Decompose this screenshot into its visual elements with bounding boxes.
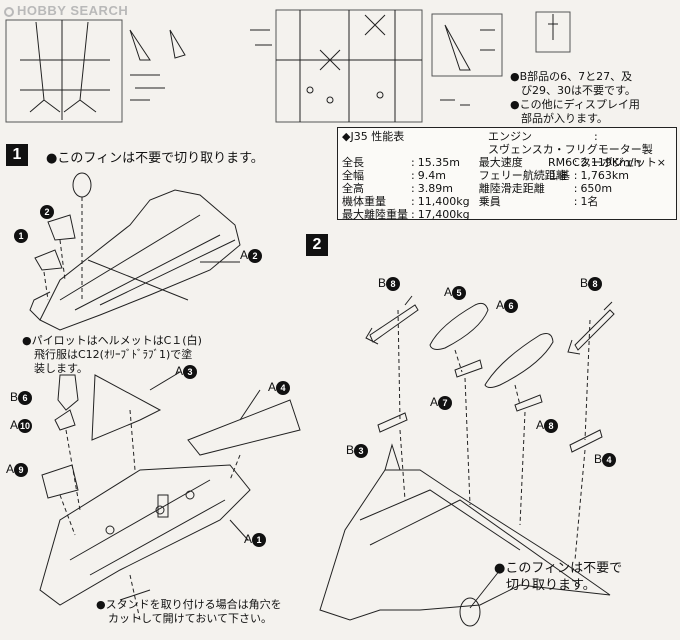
runner-note-line: ●この他にディスプレイ用 — [510, 98, 640, 111]
pilot-note-line: ●パイロットはヘルメットはC１(白) — [22, 334, 202, 347]
step2-assembly — [319, 295, 615, 627]
spec-engine-line1: スヴェンスカ・フリグモーター製 — [488, 143, 653, 156]
runner-note-line: び29、30は不要です。 — [521, 84, 636, 97]
logo-mark-icon — [4, 7, 14, 17]
runner-note-line: 部品が入ります。 — [521, 112, 608, 125]
step1-pilot-note: ●パイロットはヘルメットはC１(白) 飛行服はC12(ｵﾘｰﾌﾞﾄﾞﾗﾌﾞ1)で… — [22, 334, 202, 376]
step1-stand-note: ●スタンドを取り付ける場合は角穴を カットして開けておいて下さい。 — [96, 598, 282, 626]
spec-engine-label: エンジン — [488, 130, 532, 143]
stand-note-line: カットして開けておいて下さい。 — [108, 612, 273, 625]
pilot-note-line: 飛行服はC12(ｵﾘｰﾌﾞﾄﾞﾗﾌﾞ1)で塗 — [34, 348, 193, 361]
part-callout: 1 — [14, 228, 28, 243]
spec-engine-line2: RM6Cターボジェット×１基 — [548, 156, 667, 182]
spec-row: 全幅:9.4m フェリー航続距離:1,763km — [342, 169, 630, 182]
runner-note-line: ●B部品の6、7と27、及 — [510, 70, 633, 83]
runner-b-sprue — [250, 9, 423, 123]
step1-lower-fuselage — [39, 374, 301, 621]
stand-note-line: ●スタンドを取り付ける場合は角穴を — [96, 598, 282, 611]
pilot-note-line: 装します。 — [34, 362, 88, 375]
spec-row: 全長:15.35m 最大速度:2,119Km/h — [342, 156, 641, 169]
spec-engine-colon: : — [594, 130, 598, 143]
fin-note-line: ●このフィンは不要で — [494, 561, 623, 576]
step1-upper-fuselage — [29, 172, 241, 331]
part-callout: 2 — [40, 204, 54, 219]
runner-c-sprue — [431, 11, 571, 106]
fin-note-line: 切り取ります。 — [506, 578, 596, 593]
hobby-search-logo: HOBBY SEARCH — [4, 3, 128, 18]
logo-text: HOBBY SEARCH — [17, 3, 129, 18]
spec-row: 最大離陸重量:17,400kg — [342, 208, 470, 221]
spec-title: ◆J35 性能表 — [342, 130, 405, 143]
step1-fin-note: ●このフィンは不要で切り取ります。 — [46, 151, 264, 166]
runner-a-sprue — [5, 19, 186, 123]
spec-row: 全高:3.89m 離陸滑走距離:650m — [342, 182, 613, 195]
step2-fin-note: ●このフィンは不要で 切り取ります。 — [494, 560, 622, 594]
spec-rows: 全長:15.35m 最大速度:2,119Km/h 全幅:9.4m フェリー航続距… — [342, 156, 644, 221]
step-2-badge: 2 — [306, 234, 328, 256]
spec-table: ◆J35 性能表 エンジン : スヴェンスカ・フリグモーター製 全長:15.35… — [337, 127, 677, 221]
step-1-badge: 1 — [6, 144, 28, 166]
spec-row: 機体重量:11,400kg 乗員:1名 — [342, 195, 599, 208]
runner-note: ●B部品の6、7と27、及 び29、30は不要です。 ●この他にディスプレイ用 … — [510, 70, 640, 126]
